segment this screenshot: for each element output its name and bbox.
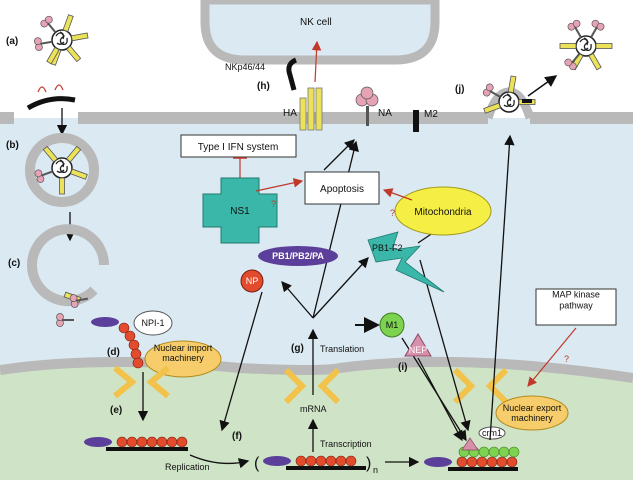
ifn-box <box>180 134 297 158</box>
step-i-label: (i) <box>398 362 407 373</box>
type1-ifn-label: Type I IFN system <box>198 142 279 153</box>
question-ns1: ? <box>271 199 276 209</box>
sialic-acid-receptor <box>26 96 76 111</box>
step-a-label: (a) <box>6 36 18 47</box>
step-b-label: (b) <box>6 140 19 151</box>
mrna-label: mRNA <box>300 404 327 414</box>
nk-cell-label: NK cell <box>300 17 332 28</box>
ns1-protein <box>202 177 278 244</box>
step-d-label: (d) <box>107 347 120 358</box>
question-map: ? <box>564 354 569 364</box>
export-vrnp <box>424 437 520 471</box>
polymerase-complex <box>258 246 338 266</box>
step-g-label: (g) <box>291 343 304 354</box>
nkp46-label: NKp46/44 <box>225 62 265 72</box>
crm1-blob <box>478 426 506 440</box>
subscript-n: n <box>373 465 378 475</box>
arrow-map-kinase <box>527 327 577 387</box>
ns1-label: NS1 <box>230 206 250 217</box>
nk-cell <box>200 0 440 65</box>
endosome-c <box>27 224 109 307</box>
step-j-label: (j) <box>455 84 464 95</box>
step-c-label: (c) <box>8 258 20 269</box>
m1-protein <box>379 312 405 338</box>
paren-open: ( <box>254 455 260 472</box>
paren-close: ) <box>366 455 371 472</box>
m2-channel <box>413 110 419 132</box>
arrow-to-membrane-proteins <box>312 140 359 319</box>
arrow-export-budding <box>489 134 515 441</box>
replication-label: Replication <box>165 462 210 472</box>
arrow-nep-export <box>417 357 463 442</box>
endosome-b <box>25 133 99 207</box>
npi1-blob <box>133 310 173 336</box>
arrow-to-polymerase <box>281 281 314 319</box>
pb1-f2-label: PB1-F2 <box>372 243 403 253</box>
arrow-apoptosis-up <box>323 139 355 171</box>
nuclear-export-machinery <box>495 395 569 431</box>
map-kinase-box <box>535 288 617 326</box>
nuclear-pore-left <box>113 365 170 399</box>
na-protein <box>355 86 379 126</box>
vrnp-np-chain <box>118 322 144 369</box>
ha-protein <box>299 87 323 131</box>
nkp46-receptor <box>286 57 298 91</box>
nuclear-vrnp <box>84 436 188 451</box>
arrow-mito-apoptosis <box>382 188 413 201</box>
mitochondria-label: Mitochondria <box>414 207 472 218</box>
crm1-label: crm1 <box>482 428 502 438</box>
step-e-label: (e) <box>110 405 122 416</box>
np-protein <box>240 269 264 293</box>
m2-label: M2 <box>424 109 438 120</box>
vrnp-polymerase <box>91 317 119 327</box>
step-h-label: (h) <box>257 81 270 92</box>
nep-label: NEP <box>409 345 428 355</box>
pb1-f2 <box>367 231 445 293</box>
arrow-np-import <box>219 291 263 432</box>
arrow-to-pb1f2 <box>312 257 369 319</box>
replicated-vrnp <box>263 455 366 470</box>
na-label: NA <box>378 108 392 119</box>
nuclear-pore-middle <box>283 367 341 405</box>
nep-protein <box>404 333 432 357</box>
translation-label: Translation <box>320 344 364 354</box>
m1-label: M1 <box>386 320 399 330</box>
arrow-ns1-apoptosis <box>255 178 304 192</box>
arrow-nk-activation <box>311 40 322 83</box>
polymerase-label: PB1/PB2/PA <box>272 251 324 261</box>
nuclear-pore-right <box>452 367 509 405</box>
apoptosis-label: Apoptosis <box>320 184 364 195</box>
mitochondria <box>394 186 492 236</box>
step-f-label: (f) <box>232 431 242 442</box>
arrow-replication <box>189 454 250 469</box>
question-mito: ? <box>390 208 395 218</box>
arrow-pb1f2-down <box>419 259 471 432</box>
apoptosis-box <box>304 171 380 205</box>
transcription-label: Transcription <box>320 439 372 449</box>
npi1-label: NPI-1 <box>141 318 164 328</box>
arrow-release <box>527 75 558 97</box>
ha-label: HA <box>283 108 297 119</box>
np-label: NP <box>246 276 259 286</box>
